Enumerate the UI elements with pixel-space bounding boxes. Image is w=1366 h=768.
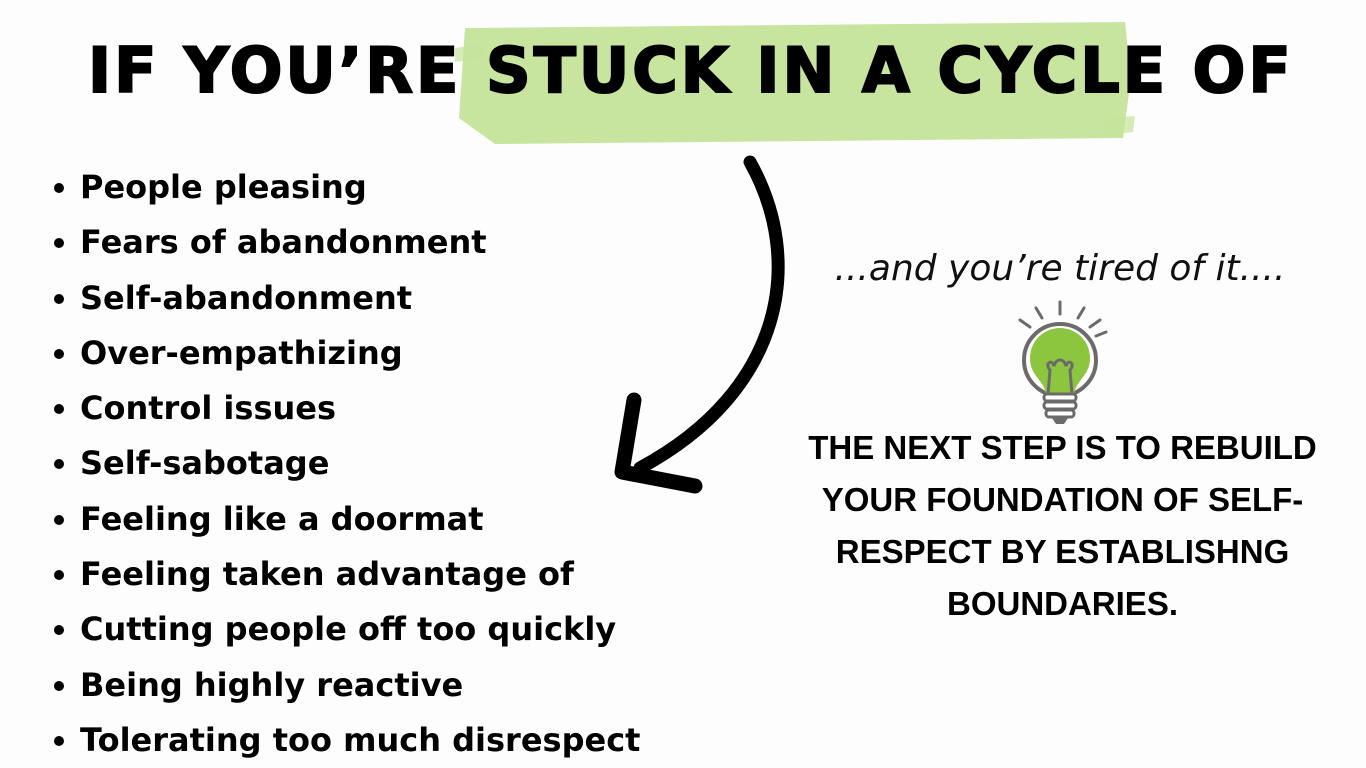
bullet-icon xyxy=(54,238,64,249)
list-item: Self-abandonment xyxy=(50,271,640,326)
list-item-label: Feeling like a doormat xyxy=(80,499,484,538)
list-item: Fears of abandonment xyxy=(50,215,640,270)
list-item-label: Over-empathizing xyxy=(80,333,403,372)
bullet-icon xyxy=(54,570,64,581)
list-item: Self-sabotage xyxy=(50,436,640,491)
bullet-icon xyxy=(54,459,64,470)
list-item-label: Tolerating too much disrespect xyxy=(80,720,641,759)
next-step-line: BOUNDARIES. xyxy=(946,585,1179,622)
list-item-label: Control issues xyxy=(80,389,337,428)
list-item: People pleasing xyxy=(50,160,640,215)
list-item-label: Cutting people off too quickly xyxy=(80,610,617,649)
list-item-label: Self-abandonment xyxy=(80,278,413,317)
list-item: Feeling like a doormat xyxy=(50,492,640,547)
next-step-line: THE NEXT STEP IS TO REBUILD xyxy=(808,429,1317,466)
title-highlight-brush xyxy=(455,22,1135,144)
bullet-icon xyxy=(54,514,64,525)
bullet-icon xyxy=(54,348,64,359)
list-item: Feeling taken advantage of xyxy=(50,547,640,602)
cycle-list: People pleasing Fears of abandonment Sel… xyxy=(50,160,640,768)
next-step-line: RESPECT BY ESTABLISHNG xyxy=(835,533,1290,570)
bullet-icon xyxy=(54,680,64,691)
list-item-label: Self-sabotage xyxy=(80,444,330,483)
list-item: Cutting people off too quickly xyxy=(50,602,640,657)
list-item-label: Fears of abandonment xyxy=(80,223,487,262)
list-item: Control issues xyxy=(50,381,640,436)
page-title: IF YOU’RE STUCK IN A CYCLE OF xyxy=(87,34,1294,107)
list-item-label: Feeling taken advantage of xyxy=(80,555,574,594)
list-item-label: Being highly reactive xyxy=(80,665,464,704)
list-item: Over-empathizing xyxy=(50,326,640,381)
bullet-icon xyxy=(54,293,64,304)
next-step-line: YOUR FOUNDATION OF SELF- xyxy=(821,481,1304,518)
list-item: Being highly reactive xyxy=(50,658,640,713)
list-item-label: People pleasing xyxy=(80,168,367,206)
bullet-icon xyxy=(54,404,64,415)
curved-arrow-icon xyxy=(614,155,785,494)
tired-text: ...and you’re tired of it.... xyxy=(834,248,1286,289)
next-step-message: THE NEXT STEP IS TO REBUILD YOUR FOUNDAT… xyxy=(770,422,1355,630)
bullet-icon xyxy=(54,183,64,193)
lightbulb-icon xyxy=(1018,300,1108,424)
list-item: Tolerating too much disrespect xyxy=(50,713,640,768)
bullet-icon xyxy=(54,735,64,746)
bullet-icon xyxy=(54,625,64,636)
